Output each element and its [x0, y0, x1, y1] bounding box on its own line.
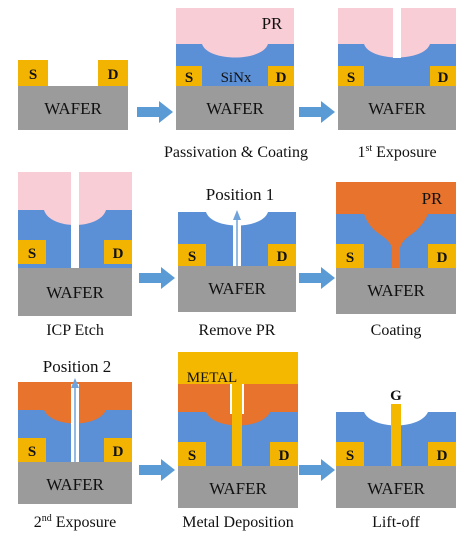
drain-contact	[268, 244, 296, 266]
wafer-layer	[178, 466, 298, 508]
step-2-panel: S D SiNx PR WAFER Passivation & Coating	[164, 8, 308, 161]
source-label: S	[347, 70, 355, 86]
step-6-panel: S D PR WAFER Coating	[336, 182, 456, 339]
step-9-panel: S D G WAFER Lift-off	[336, 388, 456, 531]
wafer-layer	[178, 266, 296, 312]
position-1-arrowhead	[233, 210, 241, 220]
step-8-caption: Metal Deposition	[182, 514, 294, 531]
wafer-label: WAFER	[367, 479, 425, 498]
step-9-caption: Lift-off	[372, 514, 420, 531]
gate-electrode	[391, 404, 401, 466]
resist-opening	[230, 384, 232, 414]
drain-contact	[268, 66, 294, 86]
wafer-label: WAFER	[368, 99, 426, 118]
wafer-layer	[176, 86, 294, 130]
wafer-layer	[18, 462, 132, 504]
wafer-layer	[18, 86, 128, 130]
step-4-panel: S D WAFER ICP Etch	[18, 172, 132, 339]
drain-contact	[98, 60, 128, 86]
step-6-caption: Coating	[371, 322, 422, 339]
source-contact	[18, 60, 48, 86]
wafer-layer	[18, 268, 132, 316]
wafer-layer	[336, 268, 456, 314]
step-7-panel: S D Position 2 WAFER 2nd Exposure	[18, 357, 132, 531]
step-8-panel: S D METAL WAFER Metal Deposition	[178, 352, 298, 531]
etched-trench	[71, 172, 79, 268]
source-contact	[18, 438, 46, 462]
wafer-label: WAFER	[208, 279, 266, 298]
step-2-caption: Passivation & Coating	[164, 144, 308, 161]
photoresist-layer	[336, 182, 456, 268]
drain-label: D	[279, 448, 290, 464]
source-label: S	[346, 250, 354, 266]
source-contact	[178, 442, 206, 466]
position-2-arrowhead	[71, 378, 79, 388]
wafer-layer	[338, 86, 456, 130]
source-contact	[178, 244, 206, 266]
drain-contact	[430, 66, 456, 86]
drain-label: D	[108, 67, 119, 83]
wafer-layer	[336, 466, 456, 508]
source-label: S	[28, 246, 36, 262]
source-label: S	[188, 448, 196, 464]
drain-contact	[428, 442, 456, 466]
source-contact	[336, 244, 364, 268]
source-contact	[176, 66, 202, 86]
drain-label: D	[438, 70, 449, 86]
wafer-label: WAFER	[367, 281, 425, 300]
flow-arrow-icon	[299, 267, 335, 289]
flow-arrow-icon	[139, 459, 175, 481]
wafer-label: WAFER	[46, 475, 104, 494]
position-2-label: Position 2	[43, 357, 112, 376]
photoresist-layer	[176, 8, 294, 58]
drain-contact	[270, 442, 298, 466]
resist-opening	[242, 384, 244, 414]
wafer-label: WAFER	[44, 99, 102, 118]
wafer-label: WAFER	[46, 283, 104, 302]
metal-layer	[178, 352, 298, 384]
step-5-panel: S D Position 1 WAFER Remove PR	[178, 185, 296, 339]
gate-label: G	[390, 388, 402, 404]
flow-arrow-icon	[139, 267, 175, 289]
step-5-caption: Remove PR	[199, 322, 276, 339]
drain-label: D	[276, 70, 287, 86]
sinx-label: SiNx	[221, 70, 252, 86]
source-label: S	[28, 444, 36, 460]
source-label: S	[29, 67, 37, 83]
position-1-label: Position 1	[206, 185, 275, 204]
flow-arrow-icon	[299, 101, 335, 123]
step-4-caption: ICP Etch	[46, 322, 104, 339]
drain-contact	[104, 438, 132, 462]
pr-label: PR	[422, 189, 443, 208]
drain-label: D	[113, 246, 124, 262]
drain-label: D	[277, 249, 288, 265]
step-7-caption: 2nd Exposure	[34, 513, 116, 531]
source-label: S	[185, 70, 193, 86]
step-1-panel: S D WAFER	[18, 60, 128, 130]
step-3-caption: 1st Exposure	[357, 143, 436, 161]
metal-gate-fill	[232, 384, 242, 466]
source-contact	[18, 240, 46, 264]
pr-label: PR	[262, 14, 283, 33]
source-contact	[338, 66, 364, 86]
exposed-slit	[393, 8, 401, 58]
drain-label: D	[437, 250, 448, 266]
step-3-panel: S D WAFER 1st Exposure	[338, 8, 456, 161]
source-label: S	[188, 249, 196, 265]
wafer-label: WAFER	[206, 99, 264, 118]
flow-arrow-icon	[137, 101, 173, 123]
source-label: S	[346, 448, 354, 464]
drain-contact	[104, 240, 132, 264]
flow-arrow-icon	[299, 459, 335, 481]
metal-label: METAL	[187, 370, 237, 386]
drain-label: D	[437, 448, 448, 464]
source-contact	[336, 442, 364, 466]
drain-contact	[428, 244, 456, 268]
drain-label: D	[113, 444, 124, 460]
wafer-label: WAFER	[209, 479, 267, 498]
